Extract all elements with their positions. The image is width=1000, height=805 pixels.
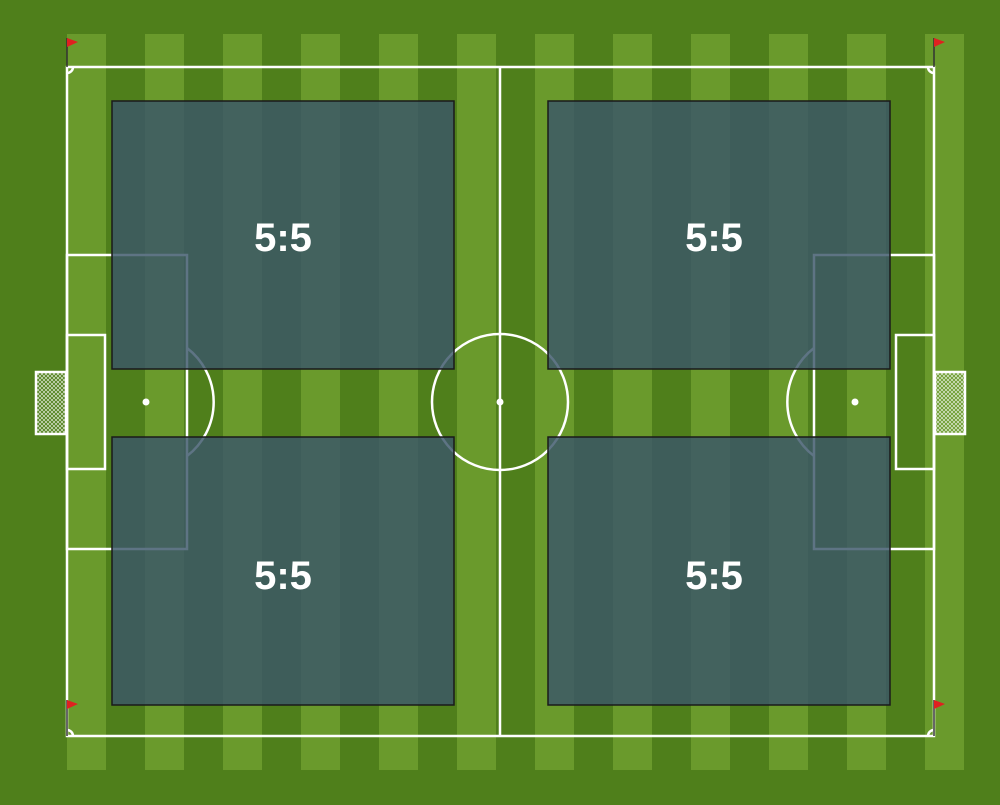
- zone-label: 5:5: [685, 216, 743, 260]
- zone-bottom-right: 5:5: [547, 436, 891, 706]
- centre-circle: [430, 332, 570, 472]
- zone-top-left: 5:5: [111, 100, 455, 370]
- pitch-spots: [142, 398, 859, 406]
- left-penalty-spot: [142, 398, 150, 406]
- grass-stripe: [67, 34, 106, 770]
- zone-label: 5:5: [254, 216, 312, 260]
- left-goal: [34, 370, 68, 436]
- corner-flag-bottom-left: [66, 700, 78, 736]
- corner-flags: [66, 38, 945, 736]
- corner-flag-bottom-right: [933, 700, 945, 736]
- zone-label: 5:5: [254, 554, 312, 598]
- zone-top-right: 5:5: [547, 100, 891, 370]
- zone-bottom-left: 5:5: [111, 436, 455, 706]
- corner-flag-top-left: [66, 38, 78, 67]
- corner-arc-top-right: [926, 66, 935, 75]
- right-penalty-spot: [851, 398, 859, 406]
- corner-arc-top-left: [66, 66, 75, 75]
- right-goal: [933, 370, 967, 436]
- zone-label: 5:5: [685, 554, 743, 598]
- corner-flag-top-right: [933, 38, 945, 67]
- grass-stripe: [457, 34, 496, 770]
- centre-spot: [496, 398, 504, 406]
